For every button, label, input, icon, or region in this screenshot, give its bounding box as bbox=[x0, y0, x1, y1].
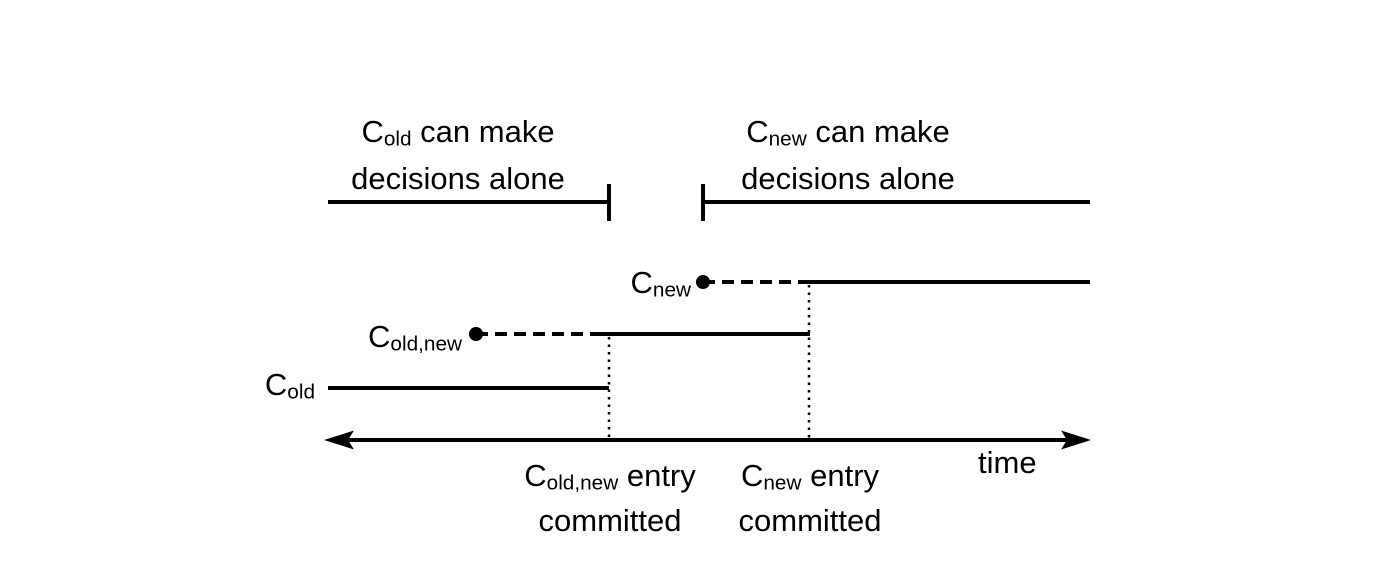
annotation-cold-decisions: Cold can make decisions alone bbox=[308, 112, 608, 198]
event-cnew-line2: committed bbox=[738, 502, 882, 538]
cold-label-symbol: C bbox=[264, 367, 288, 402]
event-coldnew-line1: Cold,new entry bbox=[480, 457, 740, 502]
annotation-cold-line1: Cold can make bbox=[308, 112, 608, 159]
cnew-label-subscript: new bbox=[652, 278, 691, 302]
annotation-cold-rest: can make bbox=[411, 114, 555, 149]
config-label-coldnew: Cold,new bbox=[320, 317, 462, 364]
annotation-cnew-line2: decisions alone bbox=[741, 160, 955, 196]
annotation-cnew-decisions: Cnew can make decisions alone bbox=[698, 112, 998, 198]
time-axis-arrowhead-right bbox=[1061, 430, 1091, 450]
event-coldnew-symbol: C bbox=[524, 458, 547, 493]
event-coldnew-rest: entry bbox=[618, 458, 696, 493]
event-cnew-rest: entry bbox=[801, 458, 880, 493]
time-axis-label: time bbox=[978, 445, 1037, 480]
event-coldnew-subscript: old,new bbox=[546, 471, 619, 495]
cold-subscript: old bbox=[383, 127, 412, 151]
annotation-cnew-rest: can make bbox=[806, 114, 950, 149]
event-label-coldnew-committed: Cold,new entry committed bbox=[480, 457, 740, 539]
cold-label-subscript: old bbox=[287, 380, 315, 404]
coldnew-label-subscript: old,new bbox=[390, 332, 462, 356]
cnew-label-symbol: C bbox=[630, 265, 653, 300]
event-label-cnew-committed: Cnew entry committed bbox=[690, 457, 930, 539]
event-cnew-symbol: C bbox=[740, 458, 764, 493]
config-label-cold: Cold bbox=[180, 365, 315, 412]
config-label-cnew: Cnew bbox=[560, 263, 692, 310]
cnew-symbol: C bbox=[746, 114, 769, 149]
cnew-subscript: new bbox=[768, 127, 807, 151]
annotation-cnew-line1: Cnew can make bbox=[698, 112, 998, 159]
event-coldnew-line2: committed bbox=[538, 502, 682, 538]
annotation-cold-line2: decisions alone bbox=[351, 160, 565, 196]
coldnew-label-symbol: C bbox=[368, 319, 391, 354]
time-axis-arrowhead-left bbox=[324, 430, 354, 450]
event-cnew-line1: Cnew entry bbox=[690, 457, 930, 502]
cold-symbol: C bbox=[361, 114, 384, 149]
event-cnew-subscript: new bbox=[763, 471, 802, 495]
